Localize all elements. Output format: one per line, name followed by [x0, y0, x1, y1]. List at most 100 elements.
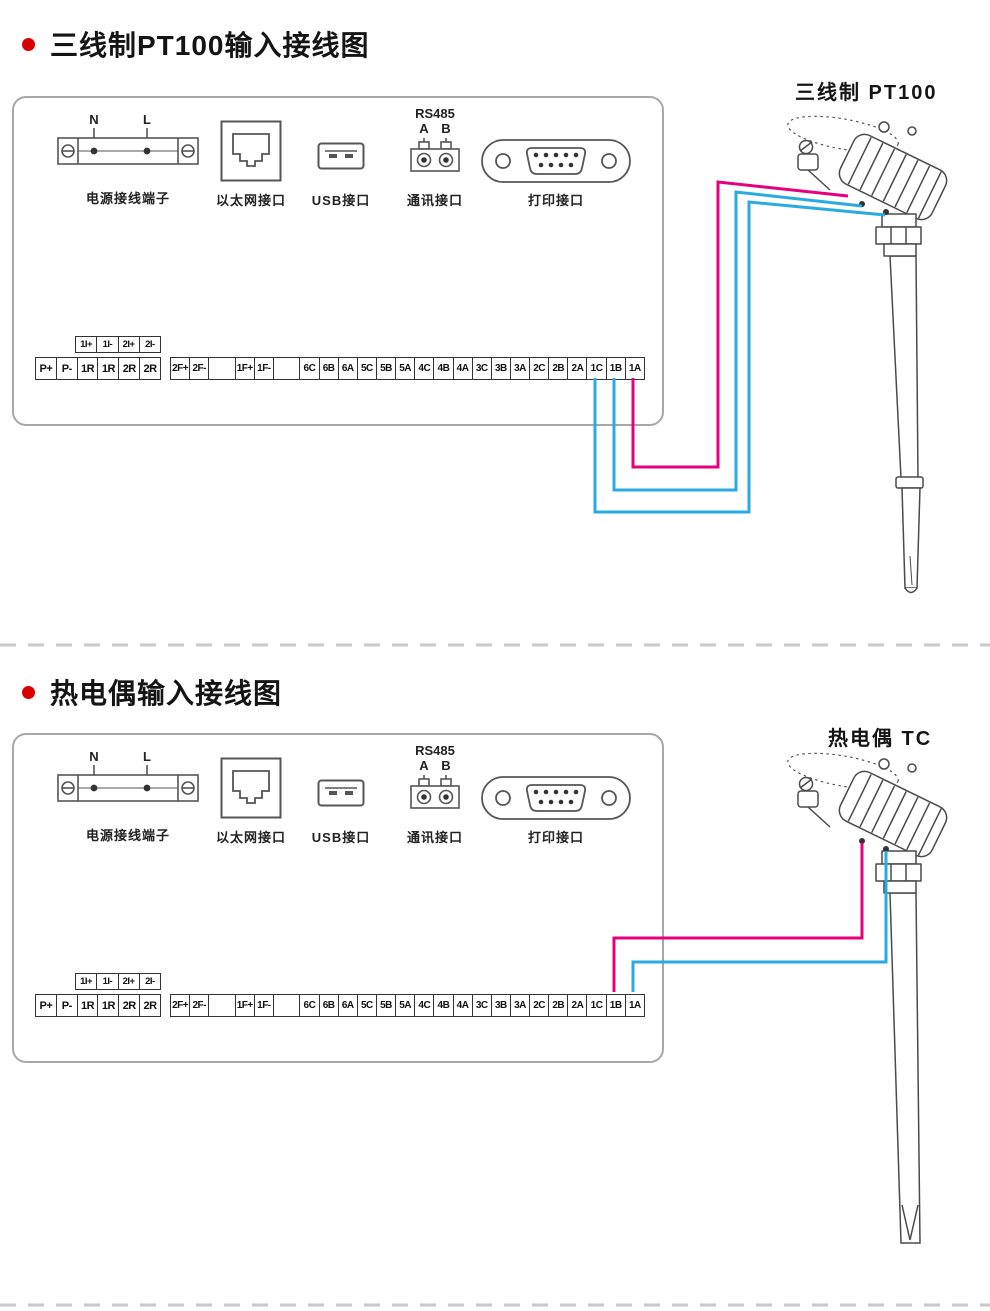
comm-port-icon [410, 775, 460, 809]
terminal-cell: 6A [337, 994, 358, 1017]
terminal-cell [208, 994, 236, 1017]
terminal-cell: 1R [97, 994, 120, 1017]
terminal-cell: 1I+ [75, 336, 98, 353]
terminal-cell: 2R [118, 357, 141, 380]
terminal-cell: 2C [529, 994, 550, 1017]
terminal-cell [208, 357, 236, 380]
terminal-cell: 6C [299, 994, 320, 1017]
tc-sensor-label: 热电偶 TC [828, 728, 933, 750]
comm-port-label: 通讯接口 [406, 193, 463, 208]
power-terminal-icon [57, 128, 199, 165]
terminal-cell: 4B [433, 357, 454, 380]
rs485-a-label: A [419, 121, 429, 136]
terminal-cell: 1F- [253, 994, 274, 1017]
terminal-cell: 3B [490, 994, 511, 1017]
terminal-cell: 5C [356, 994, 377, 1017]
terminal-cell: 4B [433, 994, 454, 1017]
ethernet-port-icon [220, 757, 282, 819]
section-1-title-text: 三线制PT100输入接线图 [50, 30, 370, 61]
power-l-label: L [143, 749, 151, 764]
terminal-cell: 1A [624, 357, 645, 380]
power-n-label: N [89, 749, 99, 764]
terminal-cell: 1I+ [75, 973, 98, 990]
section-2-title-text: 热电偶输入接线图 [50, 678, 283, 709]
terminal-cell: 5A [395, 994, 416, 1017]
terminal-cell: 2I+ [117, 973, 140, 990]
power-n-label: N [89, 112, 99, 127]
terminal-cell: 1F+ [234, 357, 255, 380]
terminal-cell: 2R [139, 357, 161, 380]
terminal-cell: 2I+ [117, 336, 140, 353]
terminal-cell: 2C [529, 357, 550, 380]
terminal-cell: 6B [318, 994, 339, 1017]
tc-sensor [784, 745, 952, 1244]
comm-port-label: 通讯接口 [406, 830, 463, 845]
rs485-b-label: B [441, 121, 451, 136]
pt100-wire-1a [631, 180, 849, 469]
pt100-sensor-label: 三线制 PT100 [795, 82, 938, 104]
panel-slot-1: N L 电源接线端子 [12, 96, 664, 426]
print-port-icon [481, 776, 631, 820]
usb-port-icon [317, 142, 365, 170]
rs485-label: RS485 [415, 106, 455, 121]
terminal-cell: 4A [452, 994, 473, 1017]
usb-port-label: USB接口 [311, 193, 371, 208]
terminal-cell: 6A [337, 357, 358, 380]
terminal-strip-current-inputs: 1I+1I-2I+2I- [75, 973, 161, 990]
print-port-label: 打印接口 [527, 193, 584, 208]
panel-slot-2: N L 电源接线端子 [12, 733, 664, 1063]
ethernet-port-label: 以太网接口 [215, 830, 286, 845]
terminal-cell: 2F- [189, 357, 210, 380]
terminal-cell: 1F+ [234, 994, 255, 1017]
power-terminal-label: 电源接线端子 [85, 191, 170, 206]
terminal-cell: 1R [76, 357, 99, 380]
print-port-group: 打印接口 [476, 110, 636, 210]
print-port-label: 打印接口 [527, 830, 584, 845]
pt100-head [784, 108, 952, 257]
usb-port-label: USB接口 [311, 830, 371, 845]
terminal-cell: 3A [509, 994, 531, 1017]
terminal-strip-current-inputs: 1I+1I-2I+2I- [75, 336, 161, 353]
terminal-cell: 2R [118, 994, 141, 1017]
terminal-cell: 2A [567, 357, 588, 380]
usb-port-group: USB接口 [302, 747, 380, 847]
print-port-group: 打印接口 [476, 747, 636, 847]
terminal-cell: P- [55, 357, 78, 380]
terminal-cell: 1R [97, 357, 120, 380]
rs485-a-label: A [419, 758, 429, 773]
terminal-cell: 1I- [96, 336, 119, 353]
terminal-cell: 3C [471, 357, 492, 380]
print-port-icon [481, 139, 631, 183]
comm-port-icon [410, 138, 460, 172]
terminal-cell: 2B [548, 357, 569, 380]
ethernet-port-group: 以太网接口 [210, 747, 292, 847]
terminal-cell: 3C [471, 994, 492, 1017]
terminal-cell: 4C [414, 994, 435, 1017]
terminal-cell [272, 994, 301, 1017]
ethernet-port-group: 以太网接口 [210, 110, 292, 210]
terminal-cell: 6B [318, 357, 339, 380]
section-2-title: 热电偶输入接线图 [22, 672, 282, 712]
terminal-cell: 1I- [96, 973, 119, 990]
comm-port-group: RS485 A B 通讯接口 [396, 106, 474, 210]
power-l-label: L [143, 112, 151, 127]
terminal-cell: 1R [76, 994, 99, 1017]
terminal-cell: 2F+ [170, 994, 191, 1017]
terminal-cell: 2F- [189, 994, 210, 1017]
terminal-cell: 1C [586, 994, 607, 1017]
terminal-cell [272, 357, 301, 380]
terminal-cell: 5C [356, 357, 377, 380]
terminal-cell: 5B [375, 994, 397, 1017]
terminal-cell: P+ [35, 994, 57, 1017]
usb-port-icon [317, 779, 365, 807]
power-terminal-group: N L 电源接线端子 [50, 112, 206, 212]
terminal-cell: 1C [586, 357, 607, 380]
terminal-cell: 6C [299, 357, 320, 380]
terminal-cell: 1B [605, 357, 626, 380]
terminal-cell: 2R [139, 994, 161, 1017]
terminal-cell: 4A [452, 357, 473, 380]
